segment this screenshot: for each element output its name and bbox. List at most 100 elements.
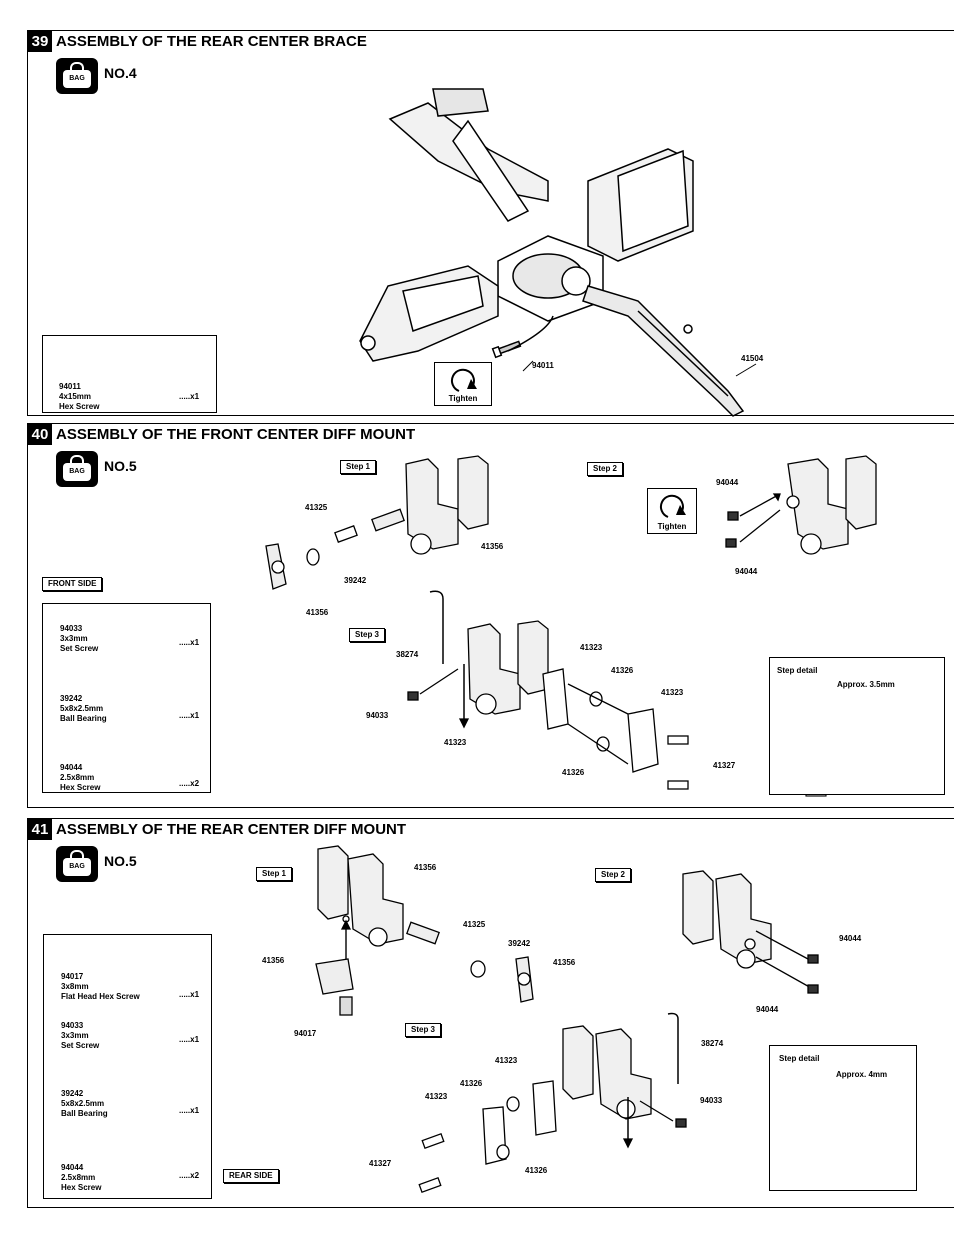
part-label-41323: 41323 — [495, 1056, 518, 1065]
part-name: Set Screw — [60, 644, 99, 653]
part-code: 94044 — [60, 763, 83, 772]
part-label-39242: 39242 — [508, 939, 531, 948]
part-code: 39242 — [61, 1089, 84, 1098]
part-size: 2.5x8mm — [61, 1173, 96, 1182]
part-code: 94033 — [60, 624, 83, 633]
parts-box: 94011 4x15mm Hex Screw .....x1 — [42, 335, 217, 413]
part-label-41356: 41356 — [553, 958, 576, 967]
part-name: Ball Bearing — [61, 1109, 108, 1118]
part-label-41323: 41323 — [444, 738, 467, 747]
part-qty: .....x2 — [179, 779, 200, 788]
bag-icon: BAG — [56, 451, 98, 487]
part-label-41504: 41504 — [741, 354, 764, 363]
part-label-94033: 94033 — [700, 1096, 723, 1105]
bag-icon: BAG — [56, 846, 98, 882]
section-title: ASSEMBLY OF THE REAR CENTER BRACE — [56, 33, 367, 50]
step-1-tag: Step 1 — [340, 460, 377, 474]
step-3-tag: Step 3 — [349, 628, 386, 642]
part-label-39242: 39242 — [344, 576, 367, 585]
part-qty: .....x1 — [179, 990, 200, 999]
part-label-41323: 41323 — [661, 688, 684, 697]
part-label-41325: 41325 — [305, 503, 328, 512]
bag-label: BAG — [63, 858, 91, 876]
part-label-94033: 94033 — [366, 711, 389, 720]
step-number: 39 — [28, 31, 52, 52]
part-label-38274: 38274 — [396, 650, 419, 659]
part-qty: .....x1 — [179, 638, 200, 647]
part-label-94044: 94044 — [756, 1005, 779, 1014]
tighten-label: Tighten — [448, 394, 478, 403]
part-qty: .....x2 — [179, 1171, 200, 1180]
bag-label: BAG — [63, 463, 91, 481]
part-label-41326: 41326 — [611, 666, 634, 675]
bag-number: NO.4 — [104, 65, 137, 81]
part-qty: .....x1 — [179, 711, 200, 720]
part-label-94017: 94017 — [294, 1029, 317, 1038]
side-label: FRONT SIDE — [42, 577, 103, 591]
part-label-41325: 41325 — [463, 920, 486, 929]
step-detail-title: Step detail — [777, 666, 818, 675]
part-label-41323: 41323 — [425, 1092, 448, 1101]
step-detail-title: Step detail — [779, 1054, 820, 1063]
part-size: 5x8x2.5mm — [61, 1099, 105, 1108]
step-detail-box: Step detail Approx. 4mm — [769, 1045, 917, 1191]
part-code: 94011 — [59, 382, 81, 391]
part-code: 94033 — [61, 1021, 84, 1030]
part-label-41323: 41323 — [580, 643, 603, 652]
step-2-tag: Step 2 — [595, 868, 632, 882]
part-qty: .....x1 — [179, 392, 200, 401]
tighten-box: Tighten — [647, 488, 697, 534]
part-name: Ball Bearing — [60, 714, 107, 723]
part-label-41327: 41327 — [713, 761, 736, 770]
bag-number: NO.5 — [104, 853, 137, 869]
step-number: 41 — [28, 819, 52, 840]
part-label-41356: 41356 — [414, 863, 437, 872]
part-label-41326: 41326 — [562, 768, 585, 777]
part-code: 94017 — [61, 972, 84, 981]
part-code: 94044 — [61, 1163, 84, 1172]
part-name: Hex Screw — [61, 1183, 102, 1192]
side-label: REAR SIDE — [223, 1169, 279, 1183]
part-label-94044: 94044 — [839, 934, 862, 943]
section-title: ASSEMBLY OF THE FRONT CENTER DIFF MOUNT — [56, 426, 416, 443]
part-label-94011: 94011 — [532, 361, 554, 370]
tighten-icon — [659, 494, 686, 518]
step-3-tag: Step 3 — [405, 1023, 442, 1037]
bag-label: BAG — [63, 70, 91, 88]
part-name: Set Screw — [61, 1041, 100, 1050]
tighten-label: Tighten — [657, 522, 687, 531]
step-1-tag: Step 1 — [256, 867, 293, 881]
part-size: 2.5x8mm — [60, 773, 95, 782]
part-qty: .....x1 — [179, 1035, 200, 1044]
part-size: 3x8mm — [61, 982, 89, 991]
tighten-icon — [450, 368, 477, 392]
step-2-tag: Step 2 — [587, 462, 624, 476]
part-label-41327: 41327 — [369, 1159, 392, 1168]
section-title: ASSEMBLY OF THE REAR CENTER DIFF MOUNT — [56, 821, 407, 838]
part-label-41326: 41326 — [460, 1079, 483, 1088]
part-label-41326: 41326 — [525, 1166, 548, 1175]
step-detail-note: Approx. 4mm — [836, 1070, 888, 1079]
part-size: 3x3mm — [60, 634, 88, 643]
part-code: 39242 — [60, 694, 83, 703]
part-size: 4x15mm — [59, 392, 92, 401]
part-qty: .....x1 — [179, 1106, 200, 1115]
part-name: Hex Screw — [59, 402, 100, 411]
section-39: 39 ASSEMBLY OF THE REAR CENTER BRACE BAG… — [27, 30, 954, 417]
part-size: 3x3mm — [61, 1031, 89, 1040]
section-40: 40 ASSEMBLY OF THE FRONT CENTER DIFF MOU… — [27, 423, 954, 808]
parts-box: 94017 3x8mm Flat Head Hex Screw .....x1 … — [43, 934, 212, 1199]
part-label-41356: 41356 — [306, 608, 329, 617]
part-label-41356: 41356 — [262, 956, 285, 965]
parts-box: 94033 3x3mm Set Screw .....x1 39242 5x8x… — [42, 603, 211, 793]
part-label-94044: 94044 — [735, 567, 758, 576]
part-name: Hex Screw — [60, 783, 101, 792]
tighten-box: Tighten — [434, 362, 492, 406]
part-label-94044: 94044 — [716, 478, 739, 487]
part-label-41356: 41356 — [481, 542, 504, 551]
part-size: 5x8x2.5mm — [60, 704, 104, 713]
step-number: 40 — [28, 424, 52, 445]
bag-number: NO.5 — [104, 458, 137, 474]
part-name: Flat Head Hex Screw — [61, 992, 140, 1001]
section-41: 41 ASSEMBLY OF THE REAR CENTER DIFF MOUN… — [27, 818, 954, 1208]
